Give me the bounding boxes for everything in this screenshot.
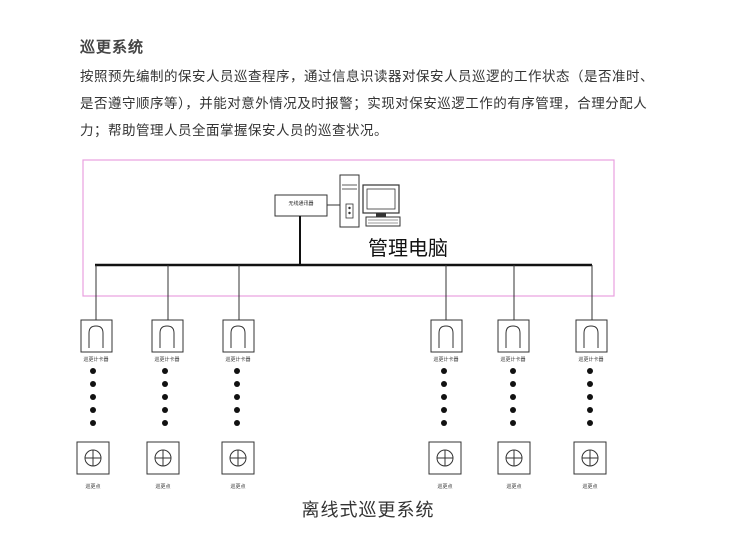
reader-label-4: 巡更计卡器 [433, 357, 459, 363]
reader-device-6 [575, 319, 608, 353]
section-title: 巡更系统 [80, 38, 145, 56]
point-label-6: 巡更点 [582, 484, 598, 490]
comm-device-label: 无线通讯器 [288, 201, 314, 207]
reader-device-2 [151, 319, 184, 353]
computer-label: 管理电脑 [368, 236, 448, 260]
dotted-connectors [90, 368, 593, 426]
patrol-point-1 [76, 441, 110, 475]
patrol-point-5 [497, 441, 531, 475]
reader-label-6: 巡更计卡器 [578, 357, 604, 363]
point-label-4: 巡更点 [437, 484, 453, 490]
management-zone-box [82, 159, 615, 297]
point-label-3: 巡更点 [230, 484, 246, 490]
section-description: 按照预先编制的保安人员巡查程序，通过信息识读器对保安人员巡逻的工作状态（是否准时… [80, 69, 654, 139]
patrol-point-4 [428, 441, 462, 475]
patrol-point-2 [146, 441, 180, 475]
point-label-1: 巡更点 [85, 484, 101, 490]
point-label-5: 巡更点 [506, 484, 522, 490]
point-label-2: 巡更点 [155, 484, 171, 490]
reader-device-3 [222, 319, 255, 353]
reader-device-4 [430, 319, 463, 353]
reader-device-5 [497, 319, 530, 353]
reader-label-3: 巡更计卡器 [225, 357, 251, 363]
reader-device-1 [80, 319, 113, 353]
monitor-icon [362, 184, 401, 227]
diagram-caption: 离线式巡更系统 [301, 500, 435, 521]
reader-label-2: 巡更计卡器 [154, 357, 180, 363]
reader-label-1: 巡更计卡器 [83, 357, 109, 363]
patrol-point-6 [573, 441, 607, 475]
computer-tower-icon [339, 174, 360, 228]
reader-label-5: 巡更计卡器 [500, 357, 526, 363]
patrol-point-3 [221, 441, 255, 475]
